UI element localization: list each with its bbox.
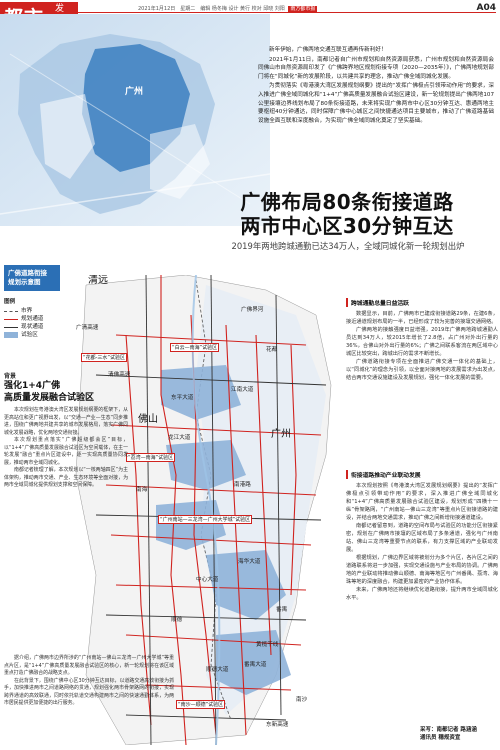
intro-paragraph: 新年伊始，广佛两地交通互联互通再传新利好！ xyxy=(269,47,387,53)
road-plan-map: 清远 广州 佛山 广清高速 “花都-三水”试验区 “白云—南海”试验区 “荔湾—… xyxy=(66,275,346,745)
map-label-zone: “广州南站—三龙湾—广州大学城”试验区 xyxy=(158,515,253,524)
legend-swatch-planned xyxy=(4,318,18,320)
map-title-badge: 广佛道路衔接 规划示意图 xyxy=(4,265,60,291)
right-paragraph: 未来，广佛两地还将继续优化道路衔接，提升两市全域同城化水平。 xyxy=(346,587,498,601)
headline: 广佛布局80条衔接道路 两市中心区30分钟互达 xyxy=(194,190,500,238)
right-paragraph: 本次规划按照《粤港澳大湾区发展规划纲要》提出的“发挥广佛极点引领带动作用”的要求… xyxy=(346,483,498,521)
map-label-road: 龙江大道 xyxy=(168,435,191,441)
top-map-region-label: 广州 xyxy=(125,87,144,97)
legend-item: 市界 xyxy=(4,307,70,315)
map-label-district: 花都 xyxy=(266,347,278,353)
subheadline: 2019年两地跨城通勤已达34万人，全域同城化新一轮规划出炉 xyxy=(231,241,465,251)
map-label-road: 中心大道 xyxy=(196,577,219,583)
map-label-road: 顺德大道 xyxy=(206,667,229,673)
map-label-road: 广清高速 xyxy=(76,325,99,331)
map-label-district: 顺德 xyxy=(171,617,183,623)
right-paragraph: 广佛道路衔接专项在全面推进广佛交通一体化的基础上，以“同城化”的理念为引领，以全… xyxy=(346,359,498,381)
right-paragraph: 广佛两地的接触强度日益增强，2019年广佛两地跨城通勤人员达到34万人，较201… xyxy=(346,327,498,357)
map-label-guangzhou: 广州 xyxy=(271,429,291,440)
right-section-body: 数据显示，目前，广佛两市已建成衔接道路29条，在建6条，接近通道规划布局的一半，… xyxy=(346,310,498,382)
legend-title: 图例 xyxy=(4,299,16,305)
map-label-road: 广佛界河 xyxy=(241,307,264,313)
right-section-body: 本次规划按照《粤港澳大湾区发展规划纲要》提出的“发挥广佛极点引领带动作用”的要求… xyxy=(346,482,498,602)
bottom-paragraph: 在此背景下，围绕广佛中心区30分钟互达目标，以道路交通高效衔接为抓手，加快推进两… xyxy=(4,677,174,707)
left-article-title: 强化1+4广佛 高质量发展融合试验区 xyxy=(4,381,128,404)
byline: 采写：南都记者 路涵涵 通讯员 穗规资宣 xyxy=(420,726,477,742)
paper-tag: 南方都市报 xyxy=(288,6,318,12)
map-label-qingyuan: 清远 xyxy=(88,275,108,286)
map-label-zone: “荔湾—南海”试验区 xyxy=(126,453,176,462)
byline-reporter: 采写：南都记者 路涵涵 xyxy=(420,727,477,733)
right-paragraph: 根据规划，广佛边界区域将被划分为多个片区，各片区之间的道路联系将进一步加强，实现… xyxy=(346,555,498,585)
right-section-commute: 跨城通勤总量日益活跃 数据显示，目前，广佛两市已建成衔接道路29条，在建6条，接… xyxy=(346,298,498,382)
map-label-zone: “南沙—顺德”试验区 xyxy=(176,700,226,709)
map-label-zone: “花都-三水”试验区 xyxy=(81,353,127,362)
right-section-industry: 衔接道路推动产业联动发展 本次规划按照《粤港澳大湾区发展规划纲要》提出的“发挥广… xyxy=(346,470,498,602)
map-label-foshan: 佛山 xyxy=(138,414,158,425)
right-paragraph: 南都记者留意到，道路的空间布局与试验区的功能分区衔接紧密，规划在广佛两市接壤的区… xyxy=(346,523,498,553)
map-title-line-1: 广佛道路衔接 xyxy=(8,269,47,277)
left-paragraph: 南都记者梳理了解，本次规划以“一核两轴四区”为主体架构，推动两市交通、产业、生态… xyxy=(4,467,128,488)
headline-line-2: 两市中心区30分钟互达 xyxy=(240,214,454,238)
legend-label: 现状通道 xyxy=(21,324,44,330)
right-section-title: 跨城通勤总量日益活跃 xyxy=(346,298,498,307)
top-map-image: 广州 xyxy=(0,14,270,226)
left-title-line-2: 高质量发展融合试验区 xyxy=(4,392,95,403)
map-label-road: 东平大道 xyxy=(171,395,194,401)
map-label-road: 黄榄干线 xyxy=(256,642,279,648)
byline-correspondent: 通讯员 穗规资宣 xyxy=(420,735,461,741)
legend-swatch-city-border xyxy=(4,310,18,312)
map-label-road: 东新高速 xyxy=(266,722,289,728)
header-rule xyxy=(78,12,496,13)
map-label-district: 南海 xyxy=(136,487,148,493)
map-legend: 图例 市界 规划通道 现状通道 试验区 xyxy=(4,298,70,339)
legend-label: 规划通道 xyxy=(21,316,44,322)
issue-meta: 2021年1月12日 星期二 编辑 杨冬梅 设计 黄行 校对 邱晓 刘阳 南方都… xyxy=(138,5,318,12)
left-article: 背景 强化1+4广佛 高质量发展融合试验区 本次规划在粤港澳大湾区发展规划纲要的… xyxy=(4,371,128,490)
intro-paragraph: 为贯彻落实《粤港澳大湾区发展规划纲要》提出的“发挥广佛极点引领带动作用”的要求，… xyxy=(258,83,494,124)
legend-label: 试验区 xyxy=(21,332,38,338)
map-label-district: 番禺 xyxy=(276,607,288,613)
map-label-road: 海华大道 xyxy=(238,559,261,565)
intro-paragraph: 2021年1月11日，南都记者自广州市规划和自然资源局获悉，广州市规划和自然资源… xyxy=(258,56,494,80)
top-map-graphic xyxy=(0,14,270,226)
left-article-body: 本次规划在粤港澳大湾区发展规划纲要的框架下，从更高站位和更广视野出发，以“交通—… xyxy=(4,407,128,490)
left-title-line-1: 强化1+4广佛 xyxy=(4,381,61,391)
map-label-road: 江南大道 xyxy=(231,387,254,393)
bottom-paragraph: 据介绍，广佛两市边界所涉的“广州南站—佛山三龙湾—广州大学城”等重点片区，是“1… xyxy=(4,655,174,676)
map-title-line-2: 规划示意图 xyxy=(8,278,41,286)
bottom-article-body: 据介绍，广佛两市边界所涉的“广州南站—佛山三龙湾—广州大学城”等重点片区，是“1… xyxy=(4,655,174,708)
map-label-district: 南沙 xyxy=(296,697,308,703)
map-label-zone: “白云—南海”试验区 xyxy=(170,343,220,352)
issue-date-editors: 2021年1月12日 星期二 编辑 杨冬梅 设计 黄行 校对 邱晓 刘阳 xyxy=(138,6,285,12)
legend-label: 市界 xyxy=(21,308,33,314)
right-section-title: 衔接道路推动产业联动发展 xyxy=(346,470,498,479)
legend-swatch-zone xyxy=(4,332,18,338)
page-number: A04 xyxy=(476,3,497,13)
left-paragraph: 本次规划在粤港澳大湾区发展规划纲要的框架下，从更高站位和更广视野出发，以“交通—… xyxy=(4,407,128,436)
right-paragraph: 数据显示，目前，广佛两市已建成衔接道路29条，在建6条，接近通道规划布局的一半，… xyxy=(346,311,498,325)
map-label-road: 清佛高速 xyxy=(108,372,131,378)
map-label-road: 南港路 xyxy=(234,482,251,488)
headline-line-1: 广佛布局80条衔接道路 xyxy=(240,190,454,214)
map-label-road: 番禺大道 xyxy=(244,662,267,668)
road-plan-map-graphic xyxy=(75,275,332,745)
legend-item: 现状通道 xyxy=(4,323,70,331)
legend-item: 规划通道 xyxy=(4,315,70,323)
intro-block: 新年伊始，广佛两地交通互联互通再传新利好！ 2021年1月11日，南都记者自广州… xyxy=(258,46,494,126)
left-paragraph: 本次规划重点落实“广佛超级都会区”目标，以“1+4”广佛高质量发展融合试验区为空… xyxy=(4,437,128,466)
legend-swatch-existing xyxy=(4,326,18,328)
left-section-label: 背景 xyxy=(4,373,17,380)
legend-item: 试验区 xyxy=(4,331,70,339)
